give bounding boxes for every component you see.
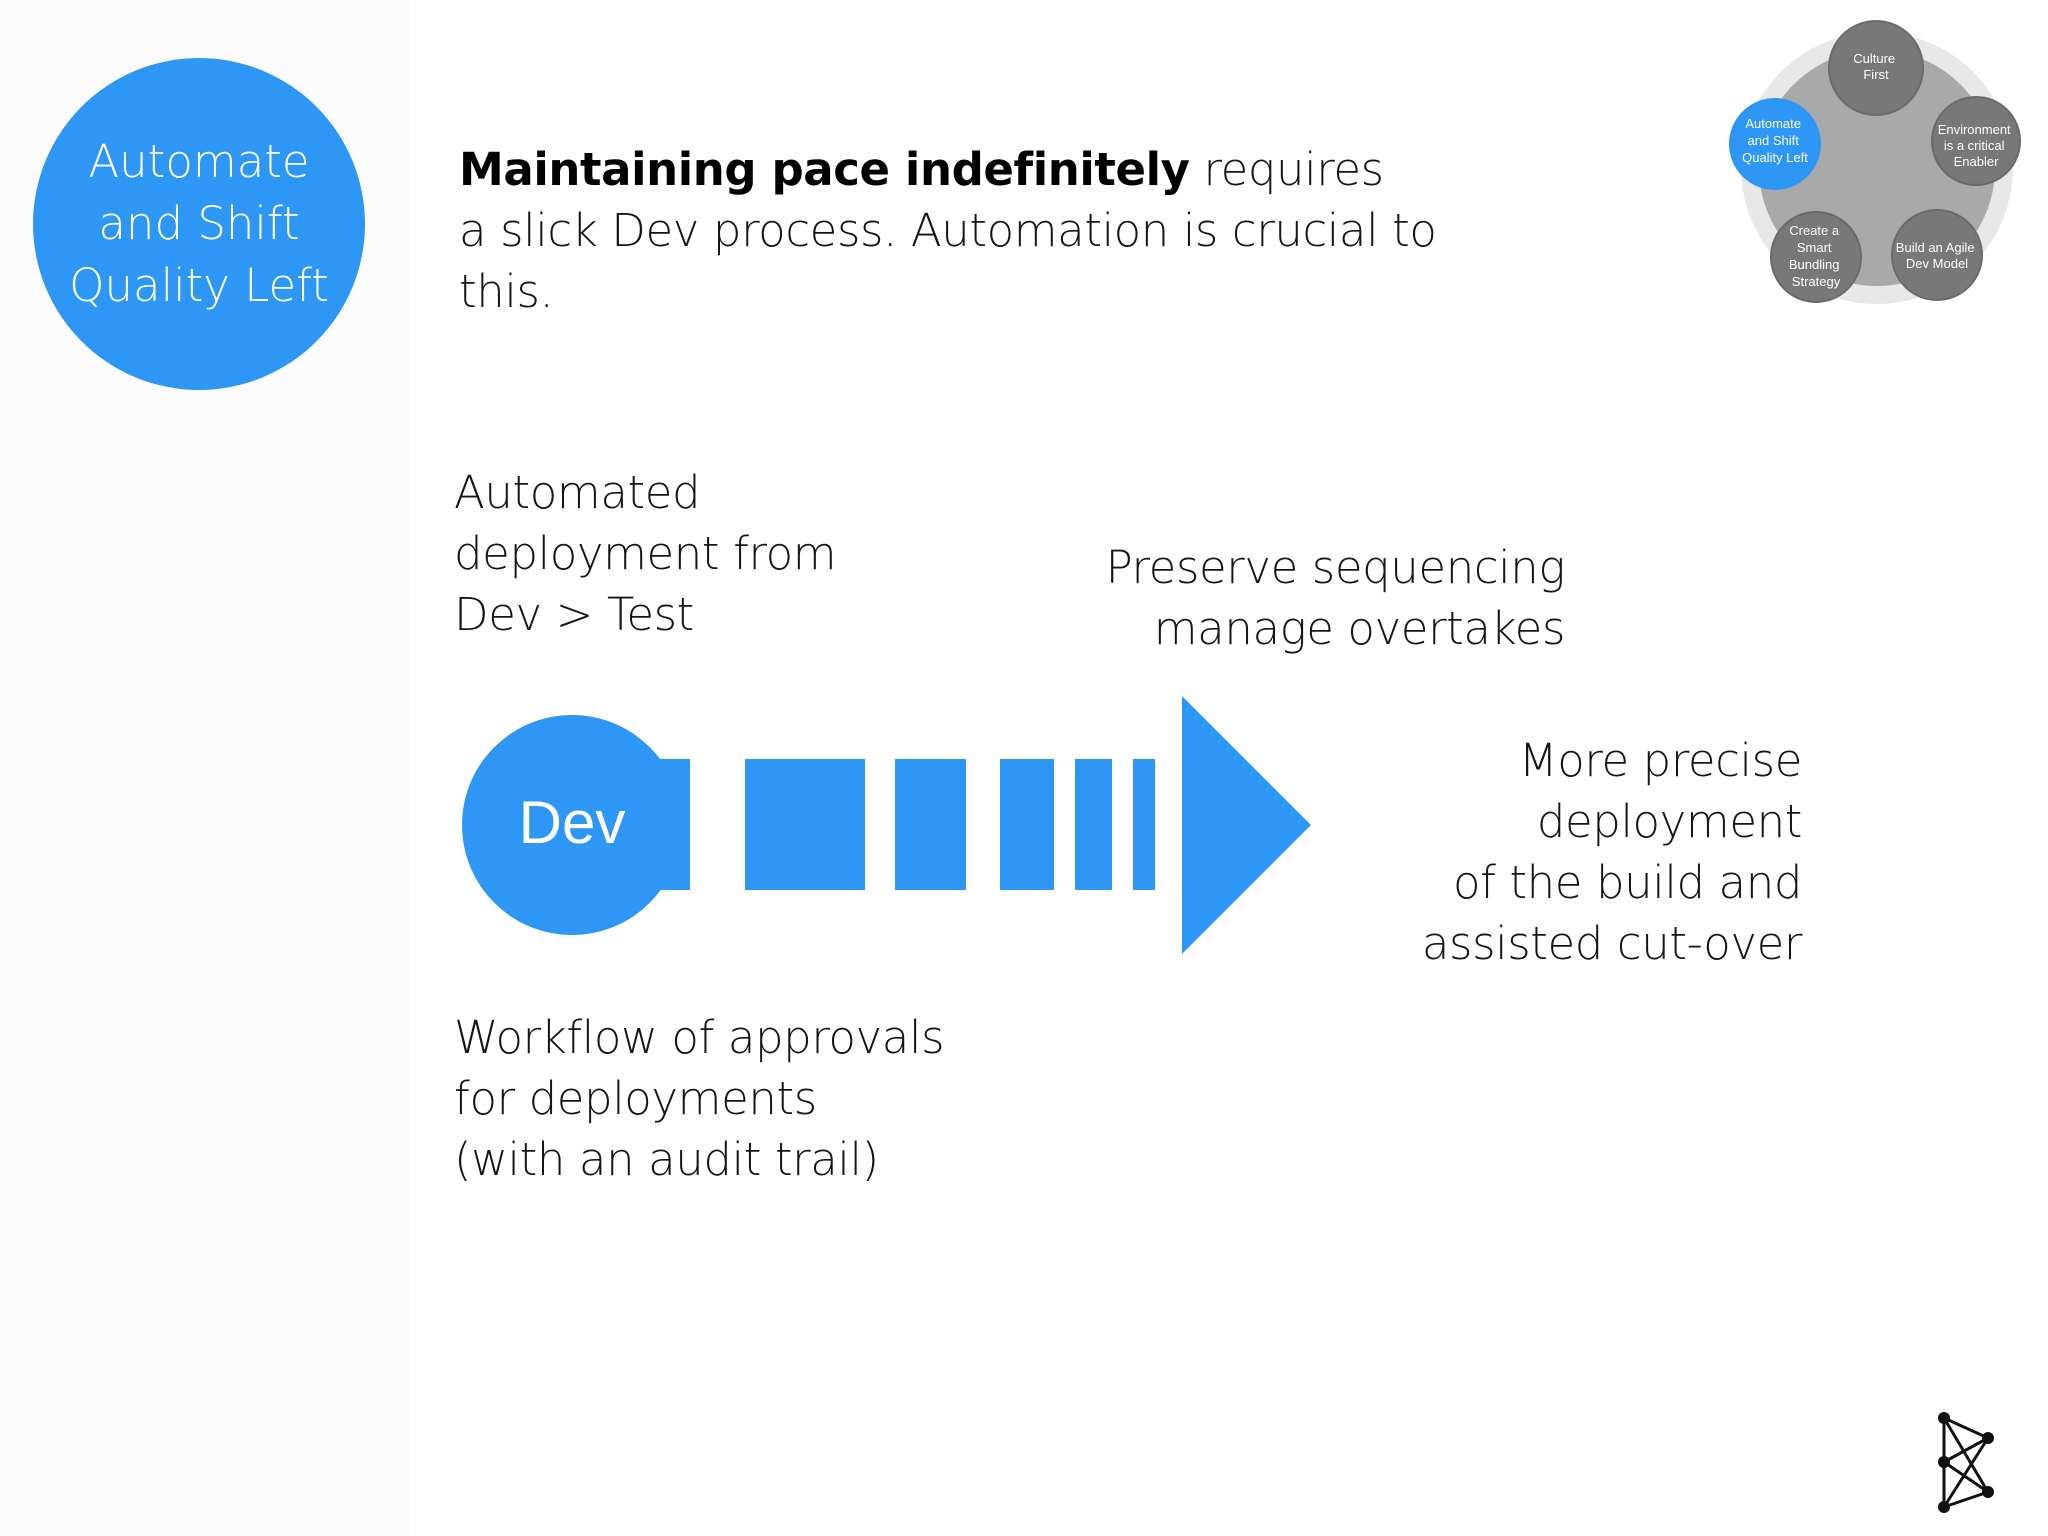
network-graph-logo bbox=[1938, 1412, 1994, 1513]
cycle-node-smart-bundling-strategy: Create a Smart Bundling Strategy bbox=[1770, 211, 1862, 303]
section-badge-line-3: Quality Left bbox=[69, 259, 329, 312]
dashed-arrow-icon: Dev bbox=[462, 696, 1311, 954]
flow-dash-3 bbox=[1000, 759, 1054, 890]
flow-dash-2 bbox=[895, 759, 966, 890]
label-preserve-sequencing: Preserve sequencing manage overtakes bbox=[1105, 541, 1566, 655]
dev-node-label: Dev bbox=[519, 789, 626, 856]
headline: Maintaining pace indefinitely requires a… bbox=[459, 139, 1539, 322]
label-more-precise-deployment: More precise deployment of the build and… bbox=[1421, 734, 1803, 970]
section-badge-line-2: and Shift bbox=[98, 197, 300, 250]
flow-dash-4 bbox=[1075, 759, 1112, 890]
flow-dash-5 bbox=[1133, 759, 1155, 890]
section-badge-line-1: Automate bbox=[88, 135, 310, 188]
cycle-node-automate-shift-quality-left-label: Automate and Shift Quality Left bbox=[1742, 116, 1808, 165]
flow-arrowhead bbox=[1182, 696, 1311, 954]
cycle-node-culture-first: Culture First bbox=[1828, 20, 1924, 116]
label-workflow-approvals: Workflow of approvals for deployments (w… bbox=[454, 1011, 945, 1186]
logo-nodes bbox=[1938, 1412, 1994, 1513]
label-automated-deployment: Automated deployment from Dev > Test bbox=[454, 466, 837, 641]
cycle-wheel-icon: Culture First Environment is a critical … bbox=[1729, 20, 2021, 304]
cycle-node-environment-enabler-label: Environment is a critical Enabler bbox=[1938, 122, 2015, 169]
logo-lines bbox=[1942, 1416, 1990, 1509]
headline-bold: Maintaining pace indefinitely bbox=[459, 143, 1190, 196]
headline-line-2: a slick Dev process. Automation is cruci… bbox=[459, 204, 1437, 318]
section-badge: Automate and Shift Quality Left bbox=[33, 58, 365, 390]
cycle-node-culture-first-label: Culture First bbox=[1853, 51, 1899, 82]
cycle-node-build-agile-dev-model: Build an Agile Dev Model bbox=[1891, 209, 1983, 301]
cycle-node-build-agile-dev-model-label: Build an Agile Dev Model bbox=[1896, 240, 1978, 271]
cycle-node-environment-enabler: Environment is a critical Enabler bbox=[1931, 96, 2021, 186]
headline-rest: requires bbox=[1189, 143, 1384, 196]
cycle-node-automate-shift-quality-left: Automate and Shift Quality Left bbox=[1729, 98, 1821, 190]
cycle-node-smart-bundling-strategy-label: Create a Smart Bundling Strategy bbox=[1789, 223, 1843, 289]
dev-node bbox=[462, 715, 682, 935]
section-badge-text: Automate and Shift Quality Left bbox=[69, 131, 329, 317]
dev-flow-diagram: Dev bbox=[462, 696, 1311, 954]
flow-dash-1 bbox=[745, 759, 865, 890]
